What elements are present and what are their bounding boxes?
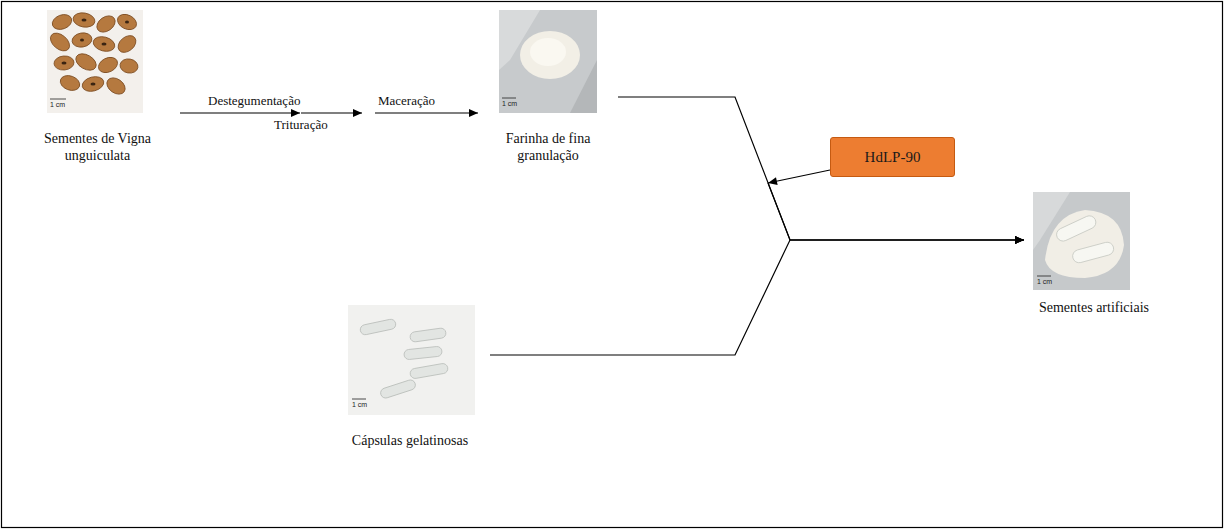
photo-caption: Cápsulas gelatinosas	[330, 433, 490, 450]
scale-label: 1 cm	[1037, 278, 1052, 286]
arrow-head	[469, 109, 478, 117]
step-label: Maceração	[378, 94, 435, 108]
step-label: Destegumentação	[208, 94, 300, 108]
connector-line	[301, 112, 362, 113]
arrow-head	[1015, 236, 1024, 244]
photo-caption: Farinha de fina granulação	[478, 131, 618, 165]
connector-line	[768, 170, 830, 183]
arrow-head	[1015, 236, 1024, 244]
photo-node: Sementes de Vigna unguiculata	[15, 10, 180, 165]
step-label: Trituração	[274, 118, 328, 132]
scale-label: 1 cm	[502, 100, 517, 108]
arrow-head	[1015, 236, 1024, 244]
arrow-head	[353, 109, 362, 117]
photo-node: Sementes artificiais	[1024, 192, 1164, 317]
box-label: HdLP-90	[865, 148, 921, 166]
flow-arrow	[180, 109, 478, 117]
flow-arrow	[768, 170, 1024, 244]
artificial-seeds-photo	[1033, 192, 1130, 290]
process-box: HdLP-90	[830, 137, 955, 177]
photo-caption: Sementes de Vigna unguiculata	[15, 131, 180, 165]
seeds-photo	[47, 10, 143, 113]
connector-line	[180, 112, 300, 113]
scale-label: 1 cm	[50, 101, 65, 109]
photo-caption: Sementes artificiais	[1024, 300, 1164, 317]
flow-arrow	[490, 236, 1024, 355]
connector-line	[490, 240, 1024, 355]
scale-label: 1 cm	[352, 401, 367, 409]
connector-line	[375, 112, 478, 113]
capsules-photo	[348, 305, 475, 415]
connector-line	[618, 97, 1024, 240]
photo-node: Farinha de fina granulação	[478, 10, 618, 165]
flow-arrow	[618, 97, 1024, 244]
photo-node: Cápsulas gelatinosas	[330, 305, 490, 450]
arrow-head	[768, 177, 778, 185]
connector-line	[768, 183, 1024, 240]
flour-photo	[499, 10, 597, 113]
arrow-head	[291, 109, 300, 117]
